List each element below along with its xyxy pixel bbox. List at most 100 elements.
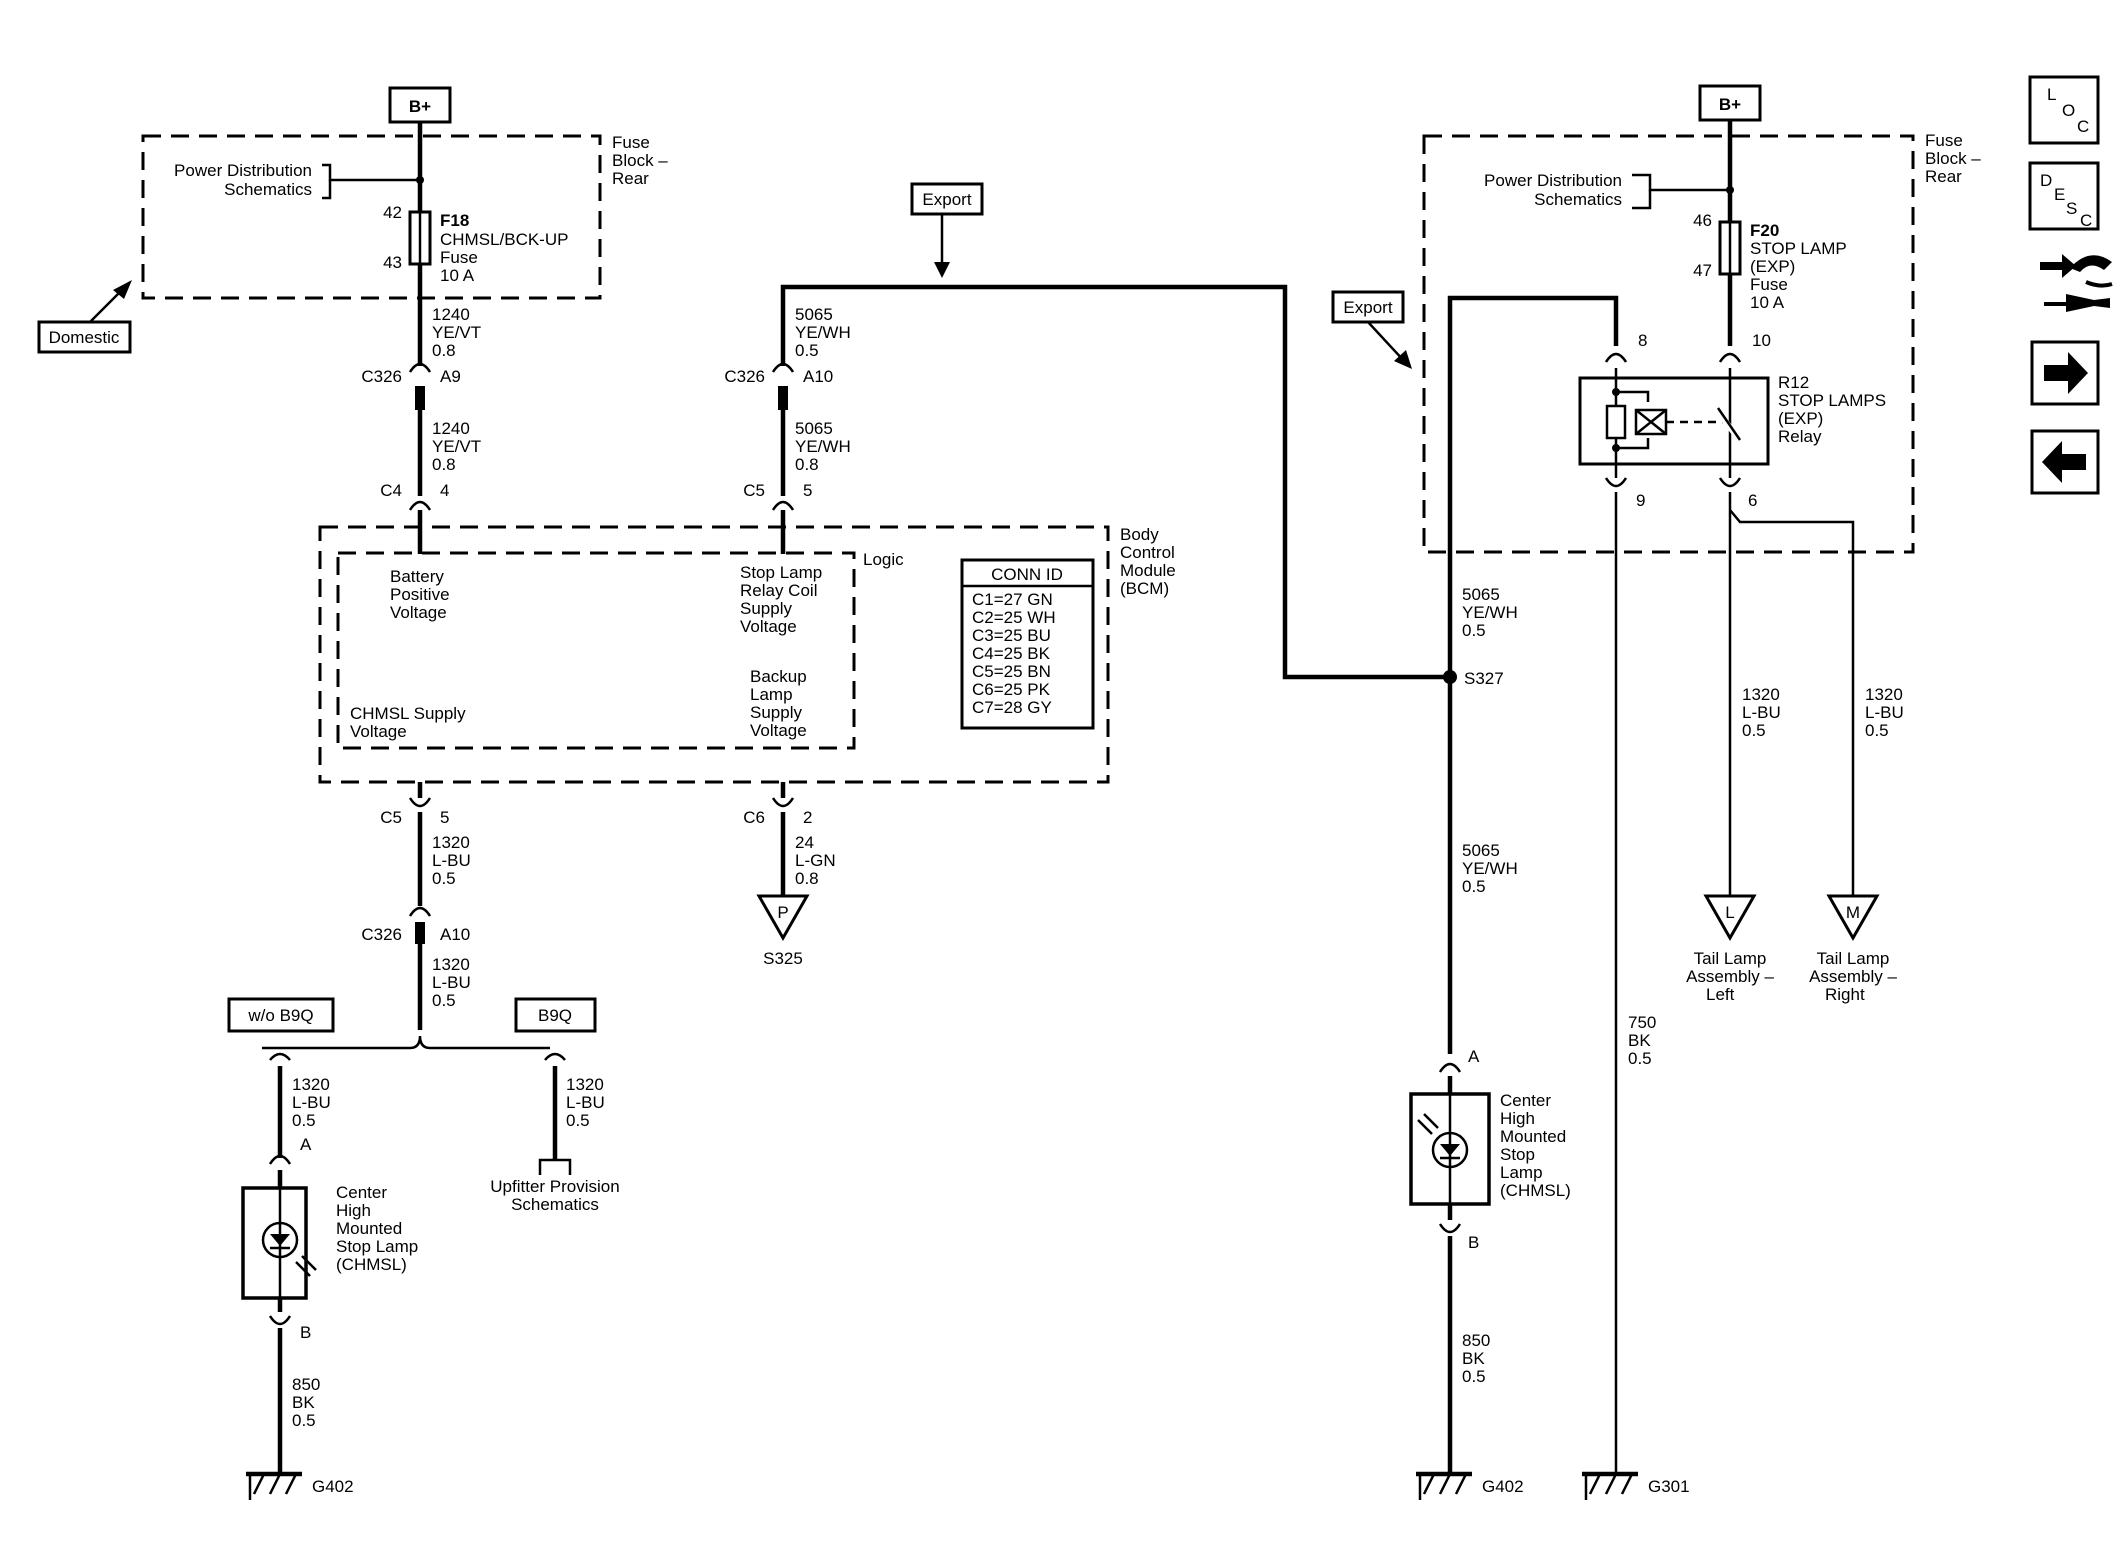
svg-text:YE/WH: YE/WH [795, 323, 851, 342]
svg-text:0.5: 0.5 [1462, 877, 1486, 896]
svg-text:Assembly –: Assembly – [1686, 967, 1774, 986]
svg-text:Stop Lamp: Stop Lamp [740, 563, 822, 582]
svg-text:Assembly –: Assembly – [1809, 967, 1897, 986]
svg-text:Battery: Battery [390, 567, 444, 586]
svg-text:0.8: 0.8 [795, 869, 819, 888]
svg-text:A: A [300, 1135, 312, 1154]
harness-icon[interactable] [2040, 254, 2113, 312]
svg-text:Lamp: Lamp [1500, 1163, 1543, 1182]
svg-text:Fuse: Fuse [612, 133, 650, 152]
svg-text:Fuse: Fuse [1925, 131, 1963, 150]
svg-text:Export: Export [1343, 298, 1392, 317]
svg-text:STOP LAMPS: STOP LAMPS [1778, 391, 1886, 410]
svg-text:P: P [777, 903, 788, 922]
ground-icon [246, 1471, 302, 1500]
svg-text:High: High [336, 1201, 371, 1220]
svg-text:BK: BK [1462, 1349, 1485, 1368]
svg-text:Relay: Relay [1778, 427, 1822, 446]
svg-text:R12: R12 [1778, 373, 1809, 392]
svg-text:Center: Center [1500, 1091, 1551, 1110]
svg-text:S327: S327 [1464, 669, 1504, 688]
svg-text:0.5: 0.5 [1462, 621, 1486, 640]
svg-text:Power Distribution: Power Distribution [1484, 171, 1622, 190]
svg-text:L-BU: L-BU [292, 1093, 331, 1112]
svg-text:0.8: 0.8 [432, 341, 456, 360]
svg-text:6: 6 [1748, 491, 1757, 510]
svg-text:Schematics: Schematics [1534, 190, 1622, 209]
upfitter-label: Upfitter Provision [490, 1177, 619, 1196]
svg-text:Domestic: Domestic [49, 328, 120, 347]
svg-text:A9: A9 [440, 367, 461, 386]
conn-id-row: C2=25 WH [972, 608, 1056, 627]
svg-text:Relay Coil: Relay Coil [740, 581, 817, 600]
svg-text:C4: C4 [380, 481, 402, 500]
svg-text:0.5: 0.5 [1462, 1367, 1486, 1386]
svg-text:Voltage: Voltage [750, 721, 807, 740]
svg-text:(CHMSL): (CHMSL) [336, 1255, 407, 1274]
arrow-right-icon[interactable] [2030, 340, 2100, 406]
svg-text:C326: C326 [361, 367, 402, 386]
svg-text:1320: 1320 [1865, 685, 1903, 704]
svg-text:0.5: 0.5 [1742, 721, 1766, 740]
svg-text:CONN ID: CONN ID [991, 565, 1063, 584]
svg-text:2: 2 [803, 808, 812, 827]
svg-text:5065: 5065 [795, 305, 833, 324]
svg-text:(BCM): (BCM) [1120, 579, 1169, 598]
right-circuit: B+ Fuse Block – Rear Power Distribution … [1331, 84, 1981, 1500]
svg-text:5065: 5065 [1462, 585, 1500, 604]
svg-text:L-GN: L-GN [795, 851, 836, 870]
svg-text:Schematics: Schematics [511, 1195, 599, 1214]
svg-text:Fuse: Fuse [1750, 275, 1788, 294]
svg-text:(CHMSL): (CHMSL) [1500, 1181, 1571, 1200]
svg-text:Mounted: Mounted [1500, 1127, 1566, 1146]
svg-text:C5: C5 [743, 481, 765, 500]
svg-text:STOP LAMP: STOP LAMP [1750, 239, 1847, 258]
svg-text:B: B [1468, 1233, 1479, 1252]
svg-text:10 A: 10 A [1750, 293, 1785, 312]
svg-text:Voltage: Voltage [390, 603, 447, 622]
svg-text:Control: Control [1120, 543, 1175, 562]
svg-text:Positive: Positive [390, 585, 450, 604]
loc-button[interactable]: L O C [2028, 75, 2100, 145]
svg-text:Center: Center [336, 1183, 387, 1202]
svg-text:B+: B+ [1719, 95, 1741, 114]
logic-box [336, 551, 856, 750]
svg-text:0.5: 0.5 [432, 869, 456, 888]
svg-text:Rear: Rear [612, 169, 649, 188]
body-control-module: Logic Body Control Module (BCM) Battery … [318, 525, 1176, 784]
svg-text:S325: S325 [763, 949, 803, 968]
svg-text:1320: 1320 [566, 1075, 604, 1094]
svg-text:0.5: 0.5 [566, 1111, 590, 1130]
svg-text:w/o B9Q: w/o B9Q [247, 1006, 313, 1025]
svg-text:BK: BK [292, 1393, 315, 1412]
svg-text:Left: Left [1706, 985, 1735, 1004]
svg-text:L-BU: L-BU [1865, 703, 1904, 722]
svg-text:Block –: Block – [612, 151, 668, 170]
b9q-box [514, 997, 597, 1033]
svg-text:0.5: 0.5 [292, 1111, 316, 1130]
svg-text:10: 10 [1752, 331, 1771, 350]
svg-text:Right: Right [1825, 985, 1865, 1004]
svg-text:8: 8 [1638, 331, 1647, 350]
export-box-right [1331, 290, 1405, 324]
svg-text:Voltage: Voltage [350, 722, 407, 741]
domestic-box [37, 320, 132, 354]
svg-text:Logic: Logic [863, 550, 904, 569]
svg-text:47: 47 [1693, 261, 1712, 280]
svg-text:A10: A10 [440, 925, 470, 944]
svg-text:Tail Lamp: Tail Lamp [1694, 949, 1767, 968]
desc-button[interactable]: D E S C [2028, 161, 2100, 231]
svg-text:0.5: 0.5 [292, 1411, 316, 1430]
svg-text:CHMSL/BCK-UP: CHMSL/BCK-UP [440, 230, 568, 249]
arrow-left-icon[interactable] [2030, 429, 2100, 495]
svg-text:10 A: 10 A [440, 266, 475, 285]
svg-text:0.5: 0.5 [795, 341, 819, 360]
power-dist-label: Power Distribution [174, 161, 312, 180]
svg-text:1320: 1320 [432, 833, 470, 852]
svg-text:C6: C6 [743, 808, 765, 827]
svg-text:5065: 5065 [1462, 841, 1500, 860]
ground-icon [1416, 1471, 1472, 1500]
conn-id-table [960, 558, 1095, 730]
svg-text:Backup: Backup [750, 667, 807, 686]
svg-text:Rear: Rear [1925, 167, 1962, 186]
